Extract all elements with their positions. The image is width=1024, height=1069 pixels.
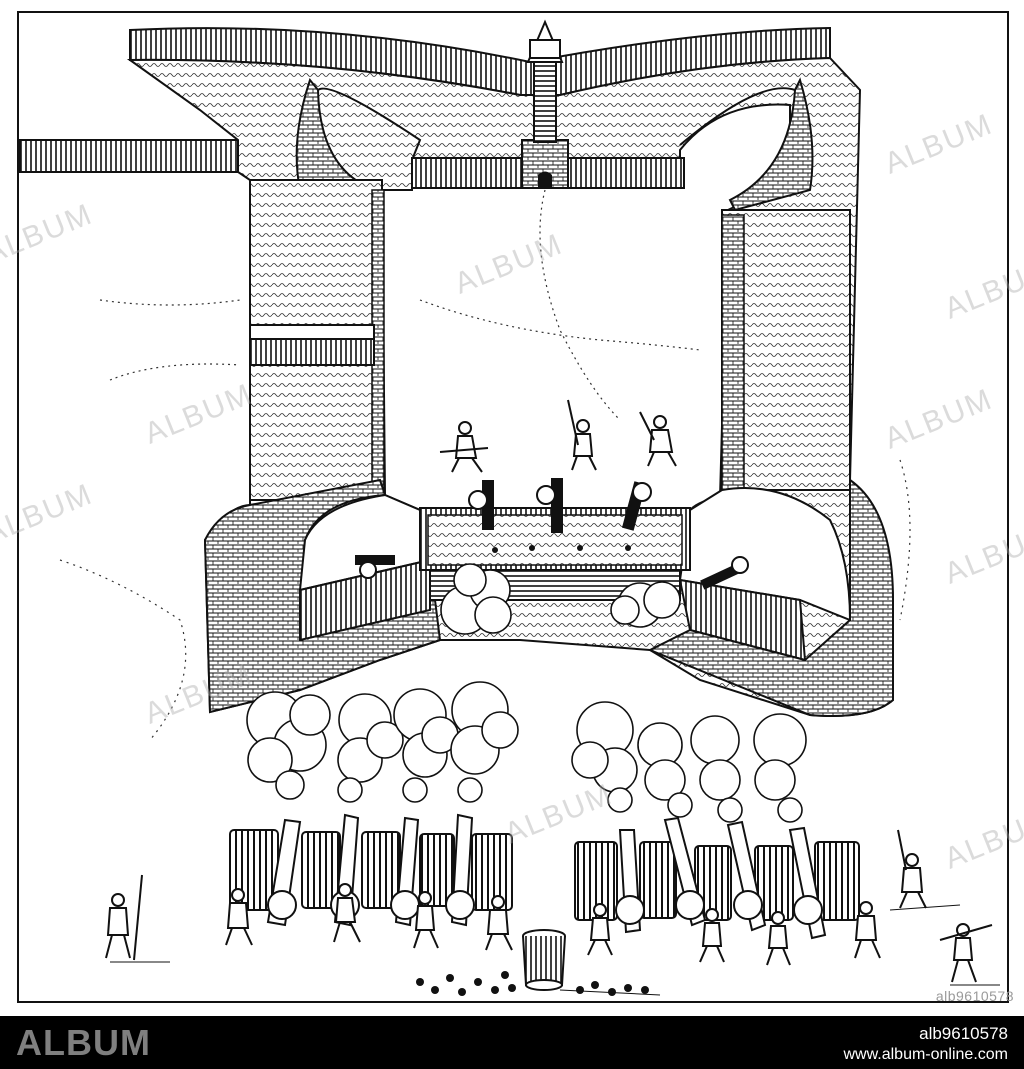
bastion-top-right xyxy=(728,77,814,212)
fortress-cannon-4 xyxy=(355,555,395,579)
site-link[interactable]: www.album-online.com xyxy=(843,1046,1008,1063)
footer-bar: ALBUM alb9610578 www.album-online.com xyxy=(0,1016,1024,1069)
image-id: alb9610578 xyxy=(935,988,1014,1004)
fortress-cannon-2 xyxy=(536,478,563,533)
fortress-cannon-3 xyxy=(621,481,652,531)
defenders xyxy=(439,399,677,473)
fortress-cannon-1 xyxy=(468,480,494,530)
image-code: alb9610578 xyxy=(919,1024,1008,1043)
cannonballs xyxy=(416,971,649,996)
fortress-smoke xyxy=(440,563,681,635)
left-outer-wall xyxy=(19,139,239,173)
gabions xyxy=(229,829,860,921)
fortress-cannon-5 xyxy=(700,556,749,590)
image-frame: ALBUM ALBUM ALBUM ALBUM ALBUM ALBUM ALBU… xyxy=(0,11,1024,1004)
gate-tower xyxy=(521,19,569,189)
engraving-border xyxy=(17,11,1009,1003)
fortress-engraving xyxy=(17,11,1009,1003)
siege-smoke xyxy=(246,681,807,823)
powder-barrel xyxy=(522,929,566,991)
gunners xyxy=(105,829,993,983)
album-logo[interactable]: ALBUM xyxy=(16,1022,151,1063)
